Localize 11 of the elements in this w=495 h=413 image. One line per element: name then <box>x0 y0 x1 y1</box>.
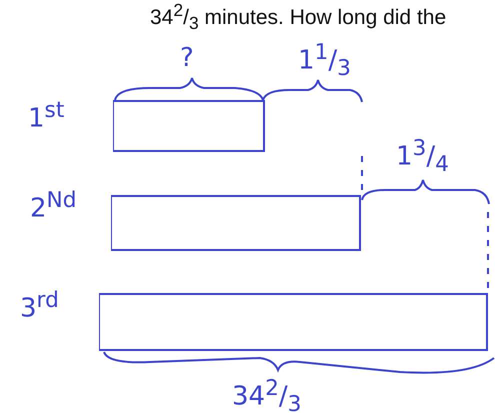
row-label: 2$^{Nd}$ <box>30 190 76 222</box>
tape-bar <box>111 195 361 251</box>
tape-bar <box>99 293 488 351</box>
total-value: 34$^{2}$/$_{3}$ <box>232 378 302 413</box>
tape-bar <box>113 100 265 152</box>
row-label: 3$^{rd}$ <box>20 290 59 322</box>
difference-value: 1$^{3}$/$_{4}$ <box>396 138 449 176</box>
question-text: 34$^{2}$/$_{3}$ minutes. How long did the <box>150 2 446 33</box>
unknown-mark: ? <box>180 45 194 71</box>
difference-value: 1$^{1}$/$_{3}$ <box>298 42 351 80</box>
row-label: 1$^{st}$ <box>28 100 64 132</box>
